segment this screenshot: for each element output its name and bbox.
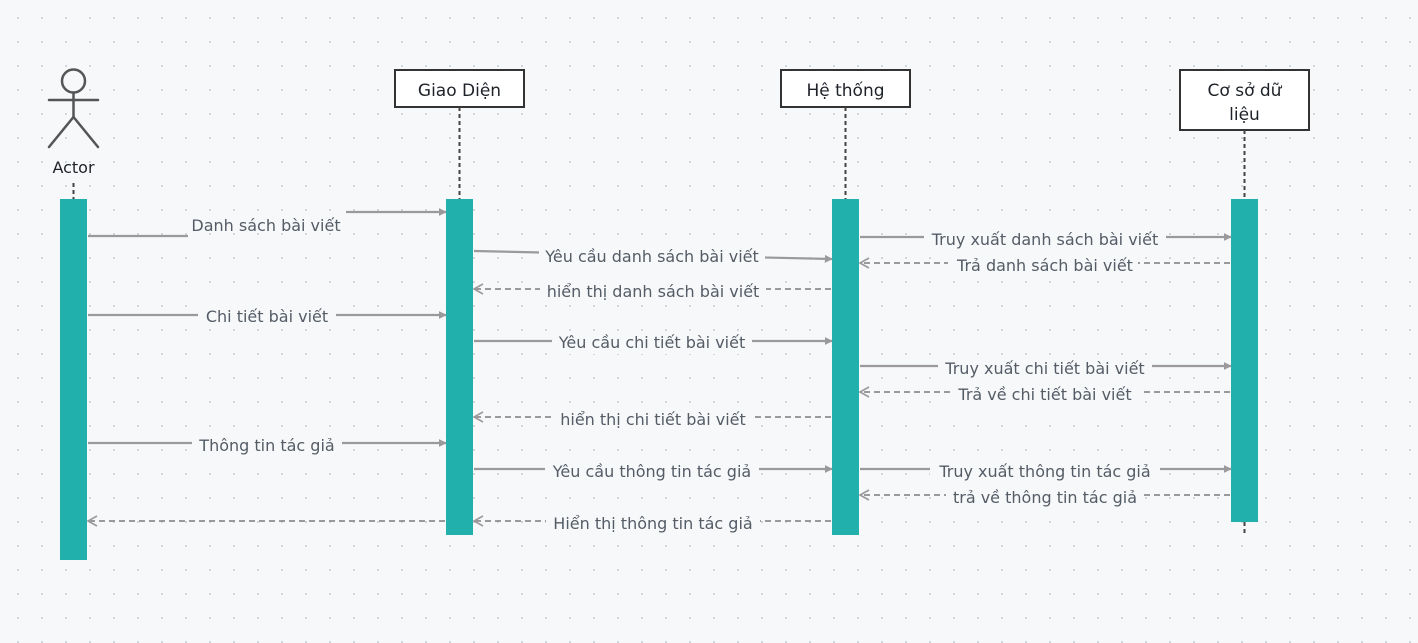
message-arrow[interactable]: Yêu cầu danh sách bài viết (473, 244, 833, 269)
message-label: Yêu cầu thông tin tác giả (552, 462, 751, 481)
participant-box (780, 69, 911, 108)
message-arrow[interactable]: Thông tin tác giả (88, 433, 447, 456)
message-arrow[interactable]: Chi tiết bài viết (88, 305, 447, 328)
message-label: Thông tin tác giả (198, 436, 334, 455)
message-label: Danh sách bài viết (191, 216, 340, 235)
message-arrow[interactable]: Truy xuất chi tiết bài viết (860, 357, 1232, 380)
actor[interactable]: Actor (47, 68, 100, 200)
message-label: hiển thị danh sách bài viết (547, 282, 760, 301)
message-arrow[interactable]: trả về thông tin tác giả (858, 486, 1230, 509)
message-label: Truy xuất chi tiết bài viết (944, 359, 1144, 378)
actor-label: Actor (52, 158, 95, 177)
message-label: Trả về chi tiết bài viết (957, 385, 1131, 404)
message-label: hiển thị chi tiết bài viết (560, 410, 746, 429)
message-label: Yêu cầu chi tiết bài viết (558, 333, 745, 352)
activation-bar-he-thong (832, 199, 859, 535)
message-label: Hiển thị thông tin tác giả (553, 514, 752, 533)
participant-label: Hệ thống (806, 80, 884, 101)
activation-bar-co-so-du-lieu (1231, 199, 1258, 522)
stick-figure-icon (47, 68, 100, 149)
message-label: Chi tiết bài viết (206, 307, 328, 326)
participant-co-so-du-lieu[interactable]: Cơ sở dữ liệu (1179, 69, 1310, 536)
message-arrow[interactable]: hiển thị chi tiết bài viết (472, 408, 831, 431)
message-list: Danh sách bài viết Yêu cầu danh sách bài… (86, 208, 1232, 535)
message-arrow[interactable]: Truy xuất thông tin tác giả (860, 460, 1232, 483)
message-arrow[interactable]: hiển thị danh sách bài viết (472, 280, 831, 303)
message-label: Trả danh sách bài viết (956, 256, 1133, 275)
participant-he-thong[interactable]: Hệ thống (780, 69, 911, 199)
participant-giao-dien[interactable]: Giao Diện (394, 69, 525, 199)
message-arrow[interactable]: Trả danh sách bài viết (858, 253, 1230, 276)
participant-label-line-2: liệu (1229, 105, 1260, 125)
message-arrow[interactable]: Yêu cầu chi tiết bài viết (474, 331, 833, 354)
participant-box (394, 69, 525, 108)
message-arrow[interactable]: Yêu cầu thông tin tác giả (474, 460, 833, 483)
activation-bar-actor (60, 199, 87, 560)
participant-box (1179, 69, 1310, 131)
message-arrow[interactable]: Trả về chi tiết bài viết (858, 383, 1230, 406)
message-arrow[interactable]: Truy xuất danh sách bài viết (860, 228, 1232, 251)
message-label: Truy xuất danh sách bài viết (931, 230, 1158, 249)
activation-bar-giao-dien (446, 199, 473, 535)
participant-label: Giao Diện (418, 81, 501, 101)
message-label: Yêu cầu danh sách bài viết (544, 247, 759, 266)
message-label: Truy xuất thông tin tác giả (938, 462, 1150, 481)
message-arrow[interactable]: Danh sách bài viết (88, 208, 447, 238)
message-arrow[interactable]: Hiển thị thông tin tác giả (472, 512, 831, 535)
message-label: trả về thông tin tác giả (953, 488, 1137, 507)
participant-label-line-1: Cơ sở dữ (1208, 81, 1283, 101)
